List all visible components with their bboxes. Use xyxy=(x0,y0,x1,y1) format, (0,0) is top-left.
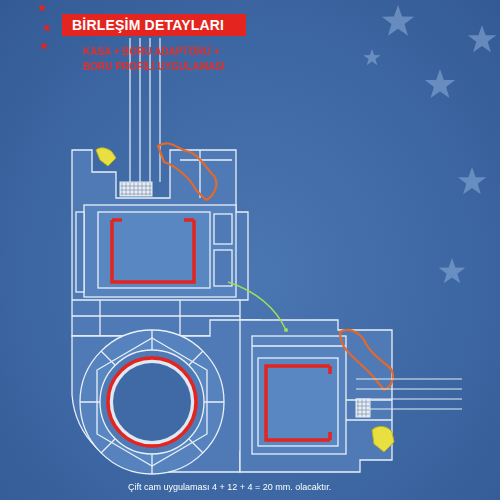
gasket-yellow-right xyxy=(372,426,394,452)
pipe-bore xyxy=(113,363,191,441)
frame-profile-right xyxy=(240,320,392,472)
title-banner: BİRLEŞİM DETAYLARI xyxy=(62,14,246,36)
pipe-steel xyxy=(108,358,196,446)
subtitle-label-holder: KASA + BORU ADAPTÖRÜ + BORU PROFİLİ UYGU… xyxy=(83,44,251,74)
frame-profile-top xyxy=(72,150,248,336)
gasket-yellow-top xyxy=(96,148,116,166)
joint-dot xyxy=(284,328,288,332)
white-stars xyxy=(363,5,496,283)
reinforcement-right xyxy=(266,366,330,440)
joint-arc xyxy=(228,282,286,330)
gasket-orange-top xyxy=(158,143,216,200)
glass-top xyxy=(130,38,160,182)
reinforcement-top xyxy=(112,220,194,282)
caption-note-holder: Çift cam uygulaması 4 + 12 + 4 = 20 mm. … xyxy=(128,482,331,492)
spacer-top xyxy=(120,182,152,196)
title-banner-holder: BİRLEŞİM DETAYLARI xyxy=(62,14,246,36)
gasket-orange-right xyxy=(340,330,393,390)
glass-right xyxy=(356,379,462,409)
red-stars xyxy=(38,3,52,49)
caption-note: Çift cam uygulaması 4 + 12 + 4 = 20 mm. … xyxy=(128,482,331,492)
pipe-adapter xyxy=(72,320,260,474)
subtitle-label: KASA + BORU ADAPTÖRÜ + BORU PROFİLİ UYGU… xyxy=(83,44,251,74)
spacer-right xyxy=(356,399,370,417)
